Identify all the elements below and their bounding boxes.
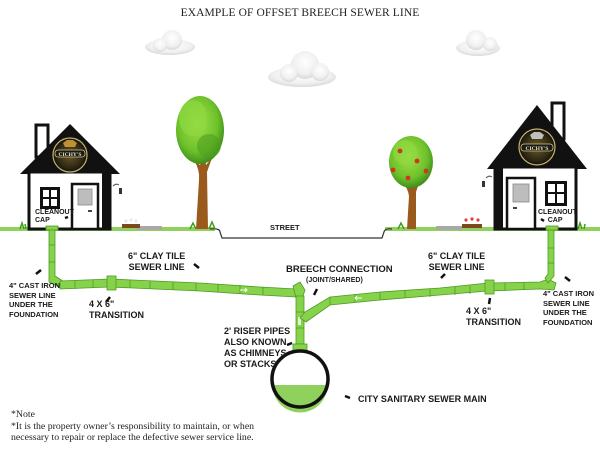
sidewalk-left [136,226,162,230]
grass [577,220,586,230]
label-transition-right: 4 X 6" TRANSITION [466,306,521,327]
arrow-icon [487,297,492,305]
note-line: *It is the property owner’s responsibili… [11,420,255,432]
door [70,182,100,231]
sewer-pipes [45,225,559,352]
arrow-icon [286,341,293,347]
cloud-icon [145,30,195,55]
sidewalk-right [436,226,462,230]
house-left: CICHY'S [19,123,140,231]
tree-icon [176,96,224,230]
window [40,187,60,209]
lamp-icon [112,183,122,194]
label-clay-tile-left: 6" CLAY TILE SEWER LINE [128,251,186,272]
arrow-icon [35,269,42,275]
label-city-sewer-main: CITY SANITARY SEWER MAIN [358,394,487,404]
note-block: *Note *It is the property owner’s respon… [11,409,254,444]
arrow-icon [105,296,111,303]
street-curb [209,228,393,239]
arrow-icon [540,217,545,223]
apple-tree-icon [389,136,433,230]
cloud-icon [456,30,500,56]
label-riser-pipes: 2' RISER PIPES ALSO KNOWN AS CHIMNEYS OR… [224,326,291,369]
label-breech-sub: (JOINT/SHARED) [306,277,363,284]
transition-fitting-right [484,279,495,295]
label-cleanout-cap-right: CLEANOUT CAP [538,209,577,224]
house-right: CICHY'S [462,101,587,231]
logo-text: CICHY'S [526,146,549,152]
lamp-icon [482,175,493,187]
label-clay-tile-right: 6" CLAY TILE SEWER LINE [428,251,486,272]
label-transition-left: 4 X 6" TRANSITION [89,299,144,320]
label-cast-iron-right: 4" CAST IRON SEWER LINE UNDER THE FOUNDA… [543,289,595,327]
label-breech-connection: BREECH CONNECTION [286,264,393,275]
label-street: STREET [270,223,300,232]
pointer-arrows [35,215,571,400]
cleanout-cap-left [45,225,59,231]
arrow-icon [440,273,446,279]
cleanout-cap-right [545,225,559,231]
note-line: *Note [11,409,35,420]
transition-fitting-left [106,275,117,291]
arrow-icon [193,263,200,269]
door [505,176,537,231]
flower-bed [122,218,140,228]
arrow-icon [564,276,571,282]
diagram-title: EXAMPLE OF OFFSET BREECH SEWER LINE [180,7,420,19]
logo-badge: CICHY'S [52,137,88,173]
label-cast-iron-left: 4" CAST IRON SEWER LINE UNDER THE FOUNDA… [9,281,61,319]
city-sewer-main [270,349,330,413]
logo-badge: CICHY'S [518,128,556,166]
note-line: necessary to repair or replace the defec… [11,432,254,443]
arrow-icon [64,215,69,220]
cloud-icon [268,51,336,87]
window [545,181,567,206]
arrow-icon [344,394,351,400]
logo-text: CICHY'S [59,152,82,158]
grass [19,220,27,230]
arrow-icon [312,288,319,296]
label-cleanout-cap-left: CLEANOUT CAP [35,209,74,224]
flower-bed [462,217,482,228]
